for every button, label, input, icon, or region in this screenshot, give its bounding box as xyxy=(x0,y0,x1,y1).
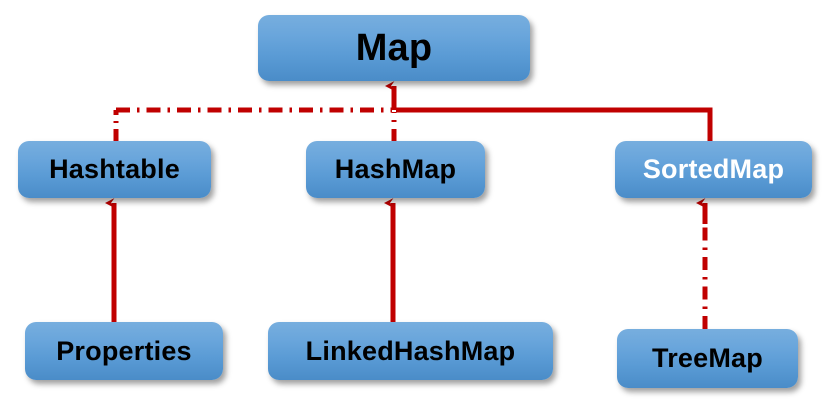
node-hashmap[interactable]: HashMap xyxy=(306,141,485,198)
node-hashmap-label: HashMap xyxy=(334,154,457,184)
node-sortedmap-label: SortedMap xyxy=(642,154,785,184)
node-hashtable[interactable]: Hashtable xyxy=(18,141,211,198)
edge-bus-right-solid xyxy=(396,107,713,141)
node-map-label: Map xyxy=(355,27,433,69)
node-hashtable-label: Hashtable xyxy=(49,154,180,184)
node-map[interactable]: Map xyxy=(258,15,530,81)
node-properties-label: Properties xyxy=(56,335,192,366)
node-sortedmap[interactable]: SortedMap xyxy=(615,141,812,198)
node-linkedhashmap-label: LinkedHashMap xyxy=(305,335,516,366)
node-treemap-label: TreeMap xyxy=(652,343,763,373)
node-linkedhashmap[interactable]: LinkedHashMap xyxy=(268,322,553,380)
node-properties[interactable]: Properties xyxy=(25,322,223,380)
node-treemap[interactable]: TreeMap xyxy=(617,329,798,388)
